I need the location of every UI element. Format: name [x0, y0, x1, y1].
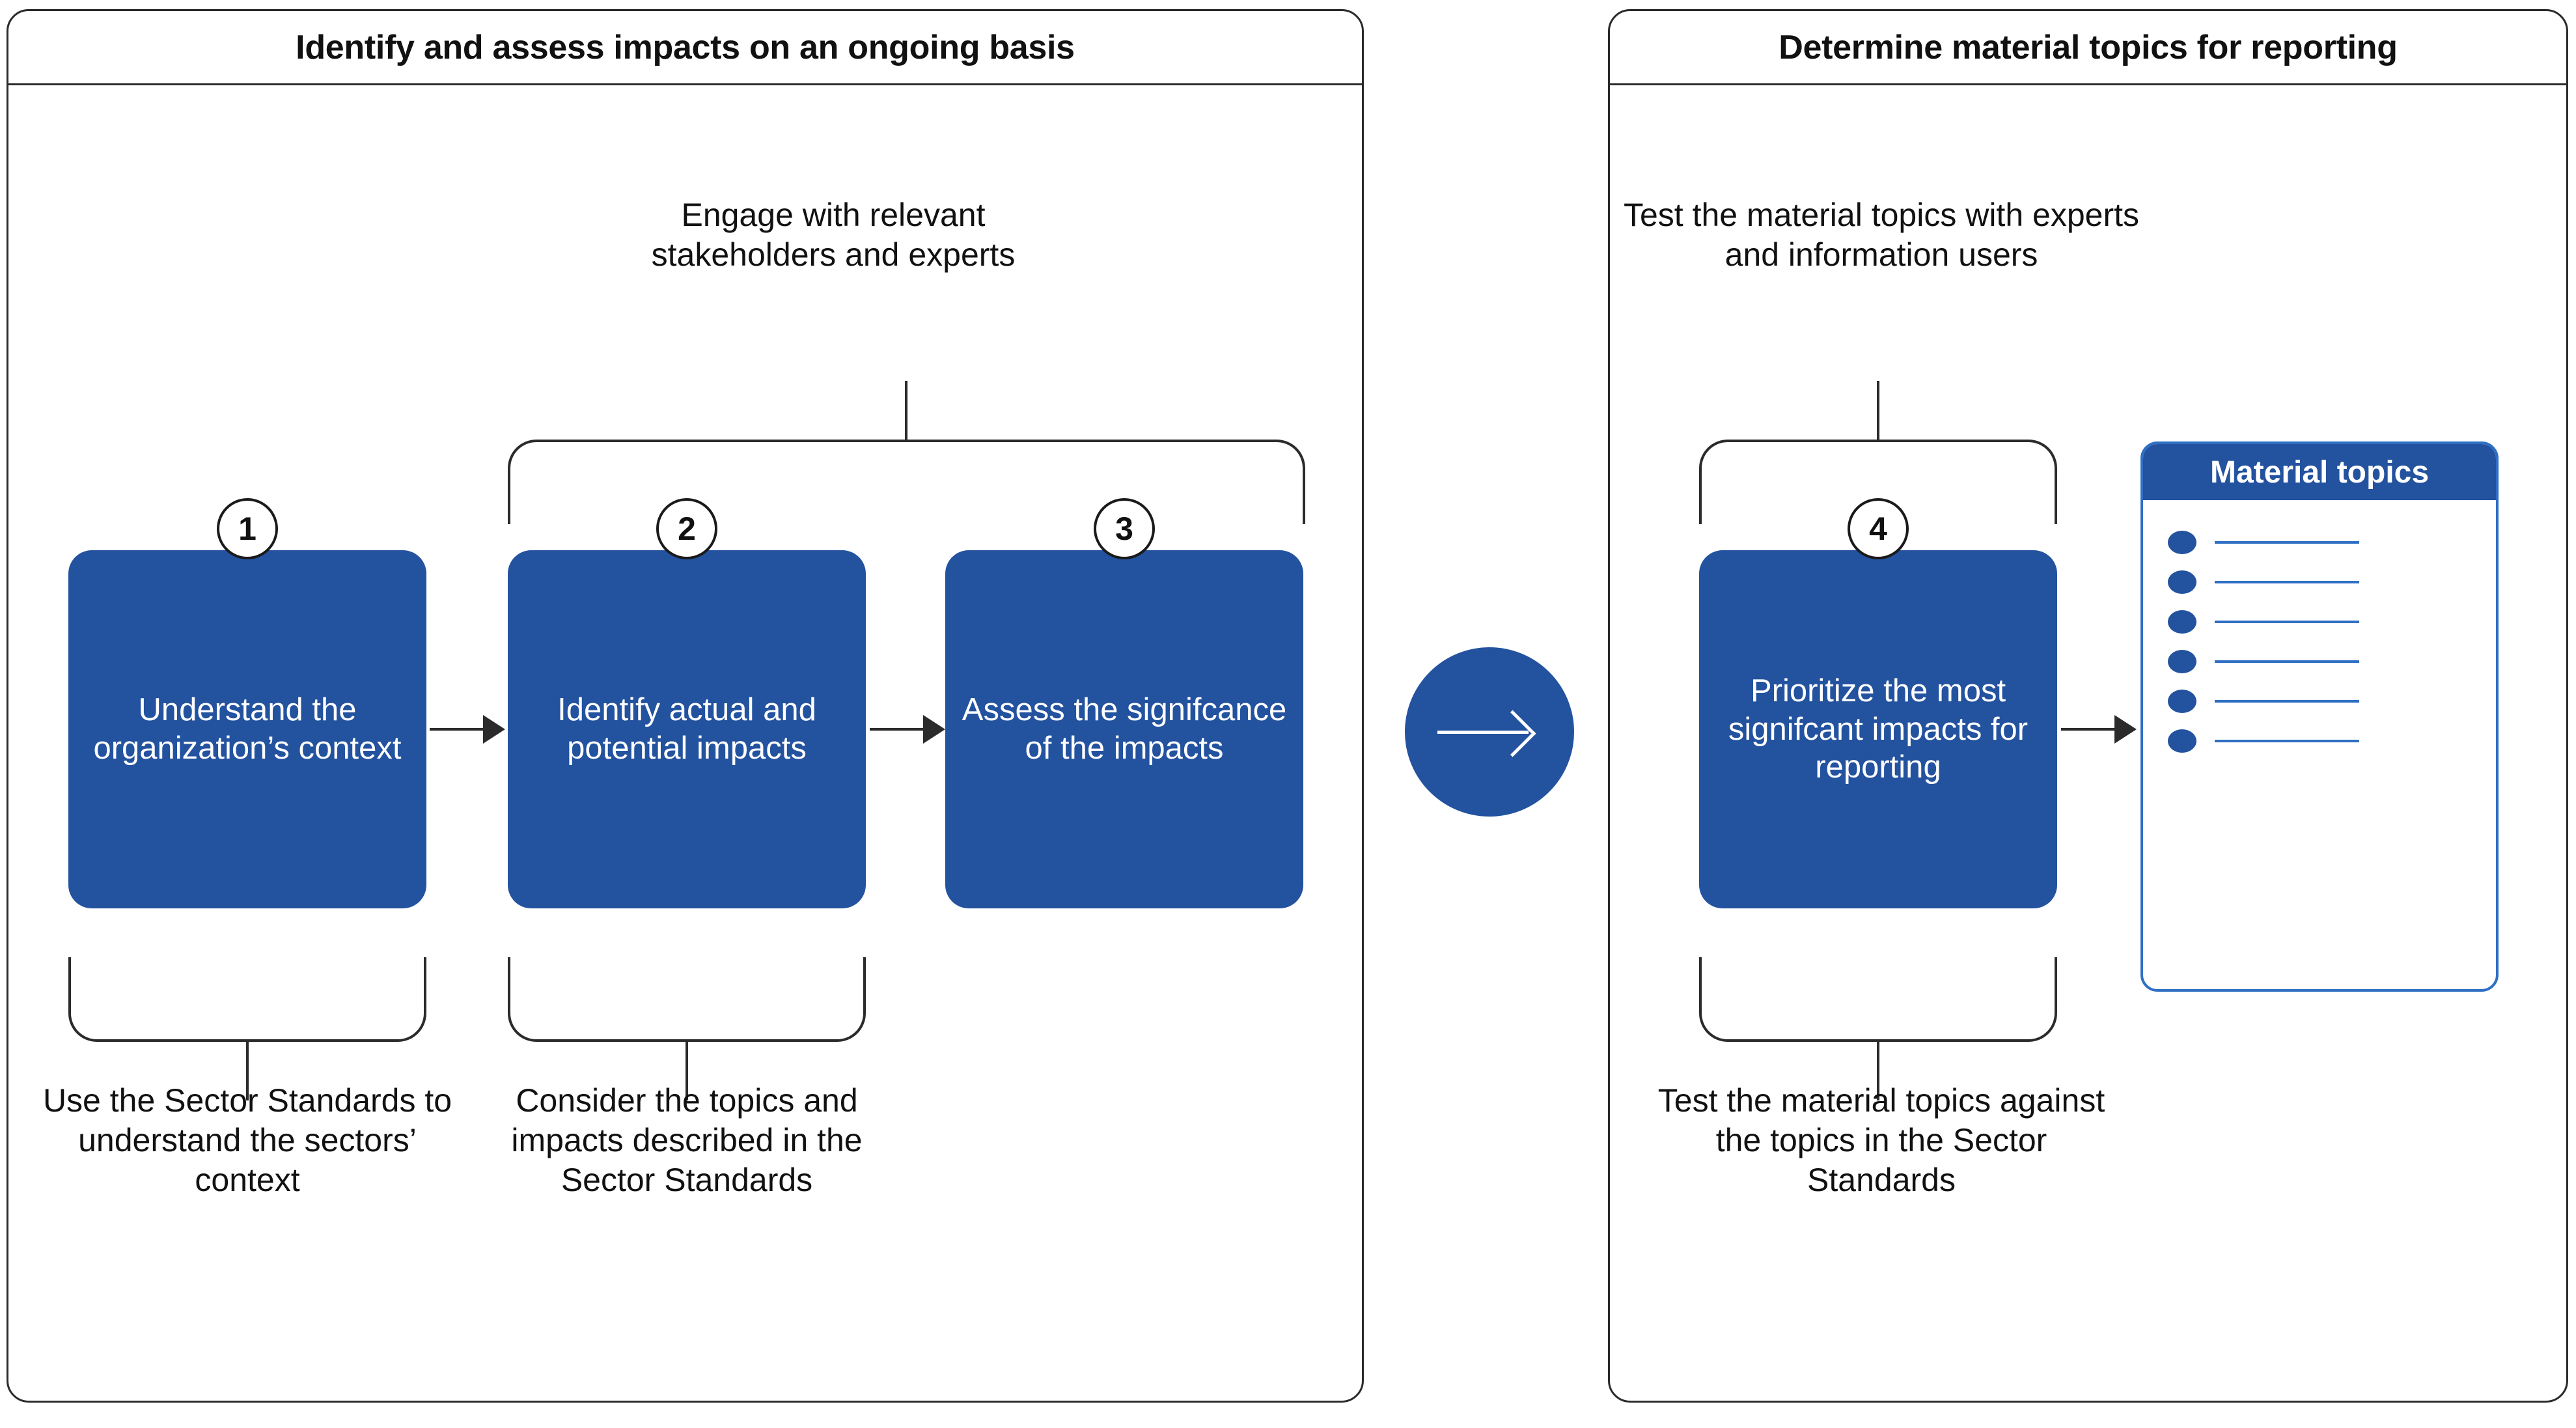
bracket-bottom-step1-stem — [246, 1041, 249, 1100]
arrow-step1-to-step2-head — [483, 715, 505, 744]
list-item[interactable] — [2143, 522, 2496, 562]
step-number-3: 3 — [1094, 498, 1155, 559]
bullet-dot-icon — [2168, 729, 2196, 753]
step-number-1: 1 — [217, 498, 278, 559]
panel-connector-circle — [1405, 647, 1574, 817]
caption-use-sector-standards: Use the Sector Standards to understand t… — [42, 1082, 452, 1198]
panel-title-right: Determine material topics for reporting — [1779, 28, 2398, 66]
arrow-right-icon — [1489, 710, 1536, 757]
topic-placeholder-line — [2215, 660, 2359, 663]
list-item[interactable] — [2143, 562, 2496, 602]
material-topics-card-header: Material topics — [2143, 444, 2496, 500]
bullet-dot-icon — [2168, 609, 2196, 634]
step-box-4-label: Prioritize the most signifcant impacts f… — [1728, 673, 2029, 785]
list-item[interactable] — [2143, 641, 2496, 681]
step-box-1-label: Understand the organization’s context — [93, 692, 402, 766]
bullet-dot-icon — [2168, 570, 2196, 594]
arrow-right-icon-shaft — [1437, 731, 1529, 734]
topic-placeholder-line — [2215, 580, 2359, 583]
list-item[interactable] — [2143, 721, 2496, 761]
caption-engage-stakeholders: Engage with relevant stakeholders and ex… — [651, 197, 1016, 273]
bracket-top-right-stem — [1877, 381, 1879, 441]
bracket-top-left-stem — [905, 381, 907, 441]
caption-test-with-experts: Test the material topics with experts an… — [1624, 197, 2139, 273]
topic-placeholder-line — [2215, 540, 2359, 544]
bracket-top-right — [1699, 440, 2057, 524]
bullet-dot-icon — [2168, 649, 2196, 673]
topic-placeholder-line — [2215, 620, 2359, 623]
step-box-3[interactable]: Assess the signifcance of the impacts — [945, 550, 1303, 908]
caption-consider-topics-impacts: Consider the topics and impacts describe… — [511, 1082, 863, 1198]
bracket-bottom-step2 — [508, 957, 866, 1042]
caption-test-against-sector-standards: Test the material topics against the top… — [1657, 1082, 2105, 1198]
bullet-dot-icon — [2168, 530, 2196, 554]
bracket-bottom-step1 — [68, 957, 426, 1042]
material-topics-card[interactable]: Material topics — [2140, 441, 2499, 992]
arrow-step4-to-material-topics — [2061, 728, 2118, 731]
step-number-4: 4 — [1848, 498, 1909, 559]
bracket-bottom-step2-stem — [686, 1041, 688, 1100]
arrow-step4-to-material-topics-head — [2114, 715, 2137, 744]
step-box-2-label: Identify actual and potential impacts — [557, 692, 816, 766]
step-box-4[interactable]: Prioritize the most signifcant impacts f… — [1699, 550, 2057, 908]
panel-title-left: Identify and assess impacts on an ongoin… — [296, 28, 1075, 66]
bullet-dot-icon — [2168, 689, 2196, 713]
arrow-step1-to-step2 — [430, 728, 487, 731]
arrow-step2-to-step3 — [870, 728, 927, 731]
step-number-2: 2 — [656, 498, 717, 559]
bracket-bottom-step4 — [1699, 957, 2057, 1042]
step-box-1[interactable]: Understand the organization’s context — [68, 550, 426, 908]
arrow-step2-to-step3-head — [923, 715, 945, 744]
list-item[interactable] — [2143, 602, 2496, 641]
list-item[interactable] — [2143, 681, 2496, 721]
bracket-bottom-step4-stem — [1877, 1041, 1879, 1100]
material-topics-list — [2143, 500, 2496, 989]
bracket-top-left — [508, 440, 1305, 524]
step-box-2[interactable]: Identify actual and potential impacts — [508, 550, 866, 908]
panel-header-right: Determine material topics for reporting — [1610, 11, 2566, 85]
material-topics-card-title: Material topics — [2209, 455, 2430, 490]
panel-header-left: Identify and assess impacts on an ongoin… — [8, 11, 1362, 85]
step-box-3-label: Assess the signifcance of the impacts — [962, 692, 1287, 766]
topic-placeholder-line — [2215, 739, 2359, 742]
topic-placeholder-line — [2215, 699, 2359, 703]
